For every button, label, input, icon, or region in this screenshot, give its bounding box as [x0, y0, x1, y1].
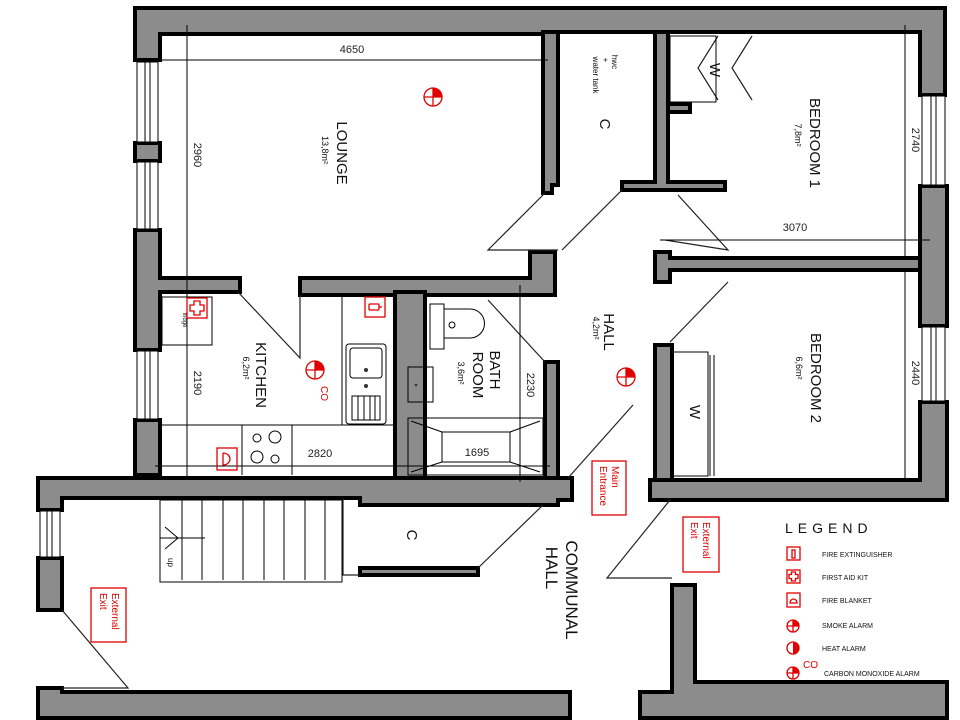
svg-text:External: External: [109, 593, 120, 630]
room-area-lounge: 13,8m²: [320, 136, 330, 164]
legend-item-label: FIRE BLANKET: [822, 598, 873, 605]
dim-lounge-depth: 2960: [191, 143, 203, 167]
room-label-communal-1: COMMUNAL: [562, 540, 581, 639]
toilet-bowl: [444, 308, 485, 339]
cupboard-note-water-tank: water tank: [591, 56, 600, 95]
main-entrance-sign: Main Entrance: [591, 460, 627, 516]
first-aid-kit-icon: [786, 569, 801, 584]
smoke-alarm-icon: [616, 367, 636, 387]
legend: LEGEND FIRE EXTINGUISHER FIRST AID KIT F…: [785, 520, 920, 680]
legend-item-label: HEAT ALARM: [822, 646, 866, 653]
cupboard-bedroom-wall: [620, 30, 727, 192]
room-label-bath-2: ROOM: [469, 352, 486, 399]
dimension-lines: [155, 25, 930, 482]
room-label-lounge: LOUNGE: [333, 121, 350, 184]
room-label-wardrobe1: W: [686, 405, 703, 420]
fire-blanket-icon: [216, 447, 238, 471]
legend-co-suffix: CO: [803, 660, 818, 671]
stairs: [159, 499, 343, 583]
lounge-kitchen-wall: [298, 250, 557, 297]
dim-lounge-width: 4650: [340, 44, 364, 56]
carbon-monoxide-alarm-icon: [786, 666, 800, 680]
bedroom-divider-wall: [653, 250, 922, 284]
room-label-wardrobe2: W: [706, 63, 723, 78]
communal-right-wall: [638, 583, 949, 720]
cupboard-bottom-wall: [358, 566, 480, 577]
first-aid-kit-icon: [186, 297, 208, 319]
doors: [61, 35, 753, 689]
toilet-cistern: [429, 303, 445, 350]
lounge-cupboard-wall: [541, 30, 560, 195]
svg-text:Entrance: Entrance: [597, 466, 608, 506]
room-label-bath-1: BATH: [486, 351, 503, 390]
room-label-kitchen: KITCHEN: [252, 342, 269, 408]
svg-text:External: External: [700, 522, 711, 559]
external-exit-sign-right: External Exit: [682, 516, 720, 573]
external-exit-sign-left: External Exit: [90, 587, 127, 643]
communal-bottom-wall: [36, 686, 572, 720]
room-label-hall: HALL: [600, 313, 617, 351]
legend-title: LEGEND: [785, 520, 873, 536]
svg-text:Main: Main: [609, 466, 620, 488]
legend-item-label: CARBON MONOXIDE ALARM: [824, 671, 920, 678]
wardrobe-shelf: [666, 102, 692, 114]
kitchen-bath-wall: [393, 290, 427, 480]
dim-bedroom1-depth: 2740: [909, 128, 921, 152]
wardrobe2-wall: [653, 343, 674, 482]
fire-extinguisher-icon: [364, 296, 386, 318]
room-label-bedroom2: BEDROOM 2: [807, 333, 824, 423]
carbon-monoxide-alarm-icon: [305, 360, 325, 380]
cupboard-note-plus: +: [601, 58, 610, 63]
dim-bedroom1-width: 3070: [783, 222, 807, 234]
kitchen-fixtures: [161, 296, 395, 475]
smoke-alarm-icon: [423, 87, 443, 107]
co-label: CO: [318, 386, 329, 401]
room-label-bedroom1: BEDROOM 1: [806, 98, 823, 188]
dim-bath-tub: 1695: [465, 447, 489, 459]
cupboard-note-hwc: hwc: [610, 55, 619, 69]
communal-left-wall: [36, 556, 64, 612]
bathroom-fixtures: [407, 303, 544, 476]
bath-sink: [407, 366, 434, 403]
smoke-alarm-icon: [786, 619, 800, 633]
windows: [39, 61, 946, 558]
right-wall-mid: [918, 184, 949, 328]
room-label-cupboard-bottom: C: [403, 530, 420, 541]
heat-alarm-icon: [786, 641, 800, 655]
wardrobe-2: [671, 351, 709, 477]
left-wall-lower: [133, 418, 162, 477]
svg-text:Exit: Exit: [688, 522, 699, 539]
kitchen-sink: [345, 343, 387, 425]
room-area-bedroom2: 6,6m²: [794, 356, 804, 379]
room-area-hall: 4,2m²: [591, 316, 601, 339]
dim-bath-depth: 2230: [524, 373, 536, 397]
fridge-label: fridge: [181, 312, 187, 328]
bathtub: [407, 417, 544, 476]
left-wall-pier: [133, 141, 162, 163]
legend-item-label: SMOKE ALARM: [822, 623, 873, 630]
bath-hall-wall: [543, 360, 560, 480]
stairs-up-label: up: [166, 558, 175, 567]
fire-blanket-icon: [786, 592, 801, 608]
room-label-cupboard-top: C: [596, 119, 613, 130]
room-label-communal-2: HALL: [542, 547, 561, 590]
right-wall-lower: [648, 400, 949, 502]
flat-bottom-wall: [36, 476, 574, 512]
fire-extinguisher-icon: [786, 546, 801, 561]
legend-item-label: FIRE EXTINGUISHER: [822, 552, 892, 559]
top-exterior-wall: [133, 6, 947, 97]
room-area-bedroom1: 7,8m²: [793, 123, 803, 146]
room-area-bathroom: 3,6m²: [456, 361, 466, 384]
dim-kitchen-width: 2820: [308, 448, 332, 460]
room-area-kitchen: 6,2m²: [241, 356, 251, 379]
wardrobe-1: [669, 35, 717, 103]
legend-item-label: FIRST AID KIT: [822, 575, 869, 582]
svg-text:Exit: Exit: [97, 593, 108, 610]
dim-kitchen-depth: 2190: [191, 371, 203, 395]
dim-bedroom2-depth: 2440: [909, 361, 921, 385]
